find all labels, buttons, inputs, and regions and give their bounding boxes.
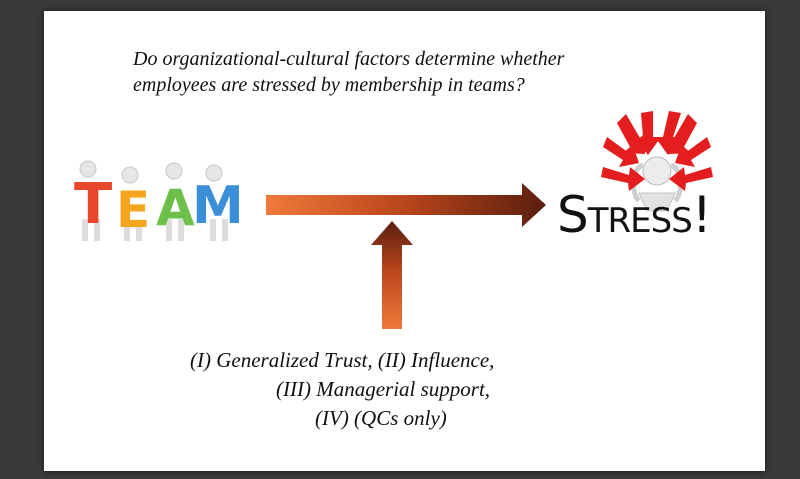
slide: Do organizational-cultural factors deter…: [44, 11, 765, 471]
team-image: T E A M: [74, 160, 244, 241]
diagram-canvas: T E A M: [74, 111, 713, 329]
team-letter-e: E: [116, 181, 150, 239]
question-line-1: Do organizational-cultural factors deter…: [133, 48, 565, 70]
team-letter-a: A: [156, 179, 195, 237]
moderator-arrow: [371, 221, 413, 329]
team-to-stress-arrow: [266, 183, 546, 227]
factors-line-3: (IV) (QCs only): [315, 406, 447, 430]
stressed-person-icon: [631, 156, 683, 212]
factors-line-1: (I) Generalized Trust, (II) Influence,: [190, 348, 495, 372]
stress-image: [601, 111, 713, 212]
stress-letter-s2: S: [671, 201, 693, 241]
research-question: Do organizational-cultural factors deter…: [133, 46, 733, 98]
team-letter-m: M: [192, 176, 244, 236]
factors-line-2: (III) Managerial support,: [276, 377, 491, 401]
stress-letter-s1: S: [557, 186, 589, 244]
pressure-arrows-icon: [601, 111, 713, 191]
team-letter-t: T: [74, 172, 112, 237]
stress-letters-tres: TRES: [587, 201, 672, 241]
moderating-factors: (I) Generalized Trust, (II) Influence, (…: [44, 346, 765, 433]
stress-exclamation: !: [691, 186, 712, 244]
stress-word: STRESS!: [557, 190, 712, 245]
question-line-2: employees are stressed by membership in …: [133, 74, 525, 96]
